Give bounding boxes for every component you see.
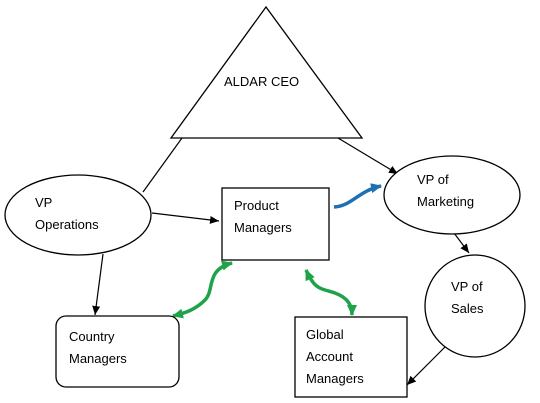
arrow-vp-operations-to-country-managers — [92, 253, 104, 316]
node-product-managers: Product Managers — [221, 187, 330, 261]
arrow-ceo-to-vp-marketing — [337, 137, 399, 175]
country-managers-box — [55, 315, 180, 388]
vp-sales-label-line2: Sales — [451, 301, 484, 316]
vp-sales-circle — [424, 254, 526, 358]
ceo-triangle-shape — [169, 5, 364, 139]
vp-marketing-label-line2: Marketing — [417, 194, 474, 209]
node-global-account-managers: Global Account Managers — [294, 316, 408, 398]
arrow-vp-operations-to-product-managers — [151, 212, 220, 224]
country-managers-label-line2: Managers — [69, 351, 127, 366]
arrow-vp-marketing-to-vp-sales — [453, 232, 470, 254]
vp-sales-label-line1: VP of — [451, 279, 483, 294]
product-managers-label-line1: Product — [234, 198, 279, 213]
node-vp-sales: VP of Sales — [424, 254, 526, 358]
global-account-managers-box — [294, 316, 408, 398]
connector-ceo-vp-operations — [142, 137, 183, 193]
country-managers-label-line1: Country — [69, 329, 115, 344]
arrow-vp-sales-to-global-account-managers — [406, 345, 447, 386]
node-country-managers: Country Managers — [55, 315, 180, 388]
vp-operations-label-line1: VP — [35, 195, 52, 210]
product-managers-box — [221, 187, 330, 261]
node-vp-marketing: VP of Marketing — [383, 155, 521, 235]
global-account-managers-label-line2: Account — [306, 349, 353, 364]
green-arrow-product-country — [172, 260, 233, 319]
vp-marketing-label-line1: VP of — [417, 172, 449, 187]
node-vp-operations: VP Operations — [4, 174, 152, 256]
green-arrow-product-global — [304, 269, 357, 316]
blue-arrow-product-to-marketing — [333, 183, 382, 209]
ceo-label: ALDAR CEO — [224, 74, 299, 89]
vp-marketing-ellipse — [383, 155, 521, 235]
node-aldar-ceo: ALDAR CEO — [169, 5, 364, 139]
global-account-managers-label-line3: Managers — [306, 371, 364, 386]
product-managers-label-line2: Managers — [234, 220, 292, 235]
global-account-managers-label-line1: Global — [306, 327, 344, 342]
vp-operations-ellipse — [4, 174, 152, 256]
vp-operations-label-line2: Operations — [35, 217, 99, 232]
